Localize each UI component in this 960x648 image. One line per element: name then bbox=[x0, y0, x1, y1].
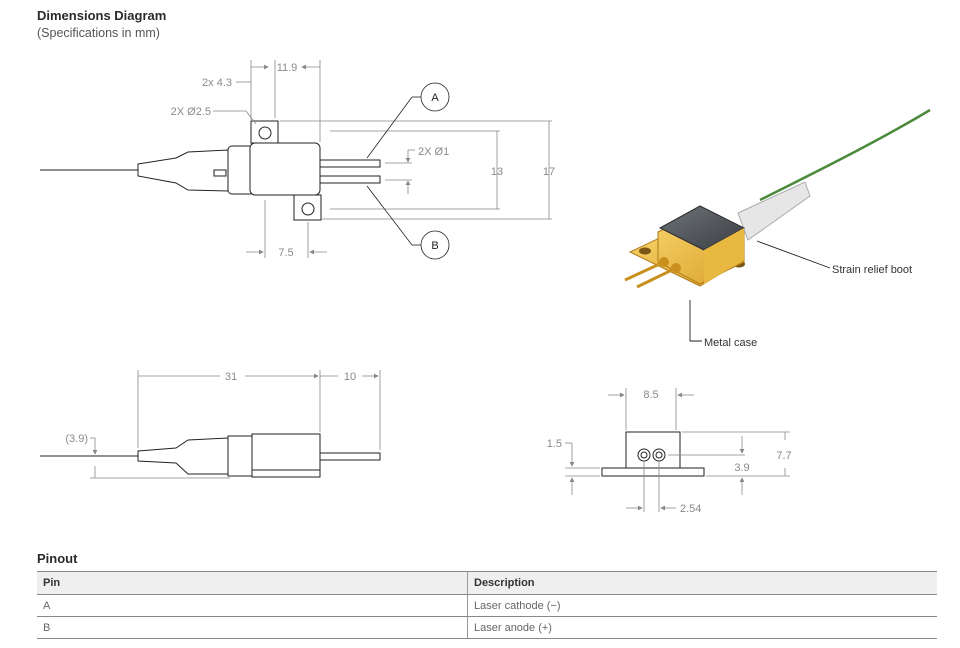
dim-hole-dia-label: 2X Ø2.5 bbox=[171, 106, 211, 118]
callout-a-label: A bbox=[431, 92, 439, 104]
side-pin bbox=[319, 452, 381, 461]
package-body bbox=[249, 142, 321, 196]
end-flange bbox=[601, 467, 705, 477]
dim-pin-dia-label: 2X Ø1 bbox=[418, 146, 449, 158]
dim-width-label: 11.9 bbox=[277, 62, 298, 74]
dim-height-outer-label: 17 bbox=[543, 166, 555, 178]
dim-hole-offset-label: 2x 4.3 bbox=[202, 77, 232, 89]
table-row: A Laser cathode (−) bbox=[37, 594, 937, 617]
table-header-row: Pin Description bbox=[37, 571, 937, 595]
end-body bbox=[625, 431, 681, 469]
pin-b bbox=[319, 175, 381, 184]
pinout-title: Pinout bbox=[37, 551, 78, 566]
top-view-dimensions bbox=[213, 60, 552, 260]
dim-offset-label: (3.9) bbox=[65, 433, 88, 445]
cell-pin: B bbox=[37, 616, 468, 639]
top-view bbox=[40, 120, 381, 221]
side-collar bbox=[227, 435, 255, 477]
dim-base-label: 7.5 bbox=[278, 247, 293, 259]
cell-pin: A bbox=[37, 594, 468, 617]
dim-length-label: 31 bbox=[225, 371, 237, 383]
mounting-hole-top bbox=[258, 126, 272, 140]
dim-pin-pitch-label: 2.54 bbox=[680, 503, 701, 515]
end-pin-a bbox=[637, 448, 651, 462]
side-view bbox=[40, 433, 381, 478]
pinout-table: Pin Description A Laser cathode (−) B La… bbox=[37, 571, 937, 639]
cell-description: Laser cathode (−) bbox=[467, 594, 937, 617]
cell-description: Laser anode (+) bbox=[467, 616, 937, 639]
label-strain-relief-boot: Strain relief boot bbox=[832, 264, 912, 276]
col-header-pin: Pin bbox=[37, 571, 468, 595]
side-body bbox=[251, 433, 321, 471]
dim-pin-height-label: 3.9 bbox=[734, 462, 749, 474]
package-render bbox=[624, 108, 931, 342]
diagram-subtitle: (Specifications in mm) bbox=[37, 26, 160, 40]
diagram-title: Dimensions Diagram bbox=[37, 8, 167, 23]
col-header-description: Description bbox=[467, 571, 937, 595]
side-boot bbox=[137, 437, 229, 475]
end-pin-b bbox=[652, 448, 666, 462]
dim-end-width-label: 8.5 bbox=[643, 389, 658, 401]
mounting-tab-top bbox=[250, 120, 279, 144]
callout-b-label: B bbox=[431, 240, 438, 252]
side-view-dimensions bbox=[90, 370, 381, 479]
label-metal-case: Metal case bbox=[704, 337, 757, 349]
end-view bbox=[601, 431, 705, 477]
render-boot bbox=[737, 181, 811, 241]
dim-flange-label: 1.5 bbox=[547, 438, 562, 450]
end-view-dimensions bbox=[565, 388, 790, 512]
render-fiber bbox=[759, 108, 931, 202]
pin-a bbox=[319, 159, 381, 168]
dim-total-height-label: 7.7 bbox=[776, 450, 791, 462]
dimensions-drawing: 11.9 2x 4.3 2X Ø2.5 2X Ø1 13 17 7.5 A B … bbox=[40, 60, 931, 515]
table-row: B Laser anode (+) bbox=[37, 616, 937, 639]
dim-height-inner-label: 13 bbox=[491, 166, 503, 178]
mounting-tab-bottom bbox=[293, 194, 322, 221]
dim-pin-length-label: 10 bbox=[344, 371, 356, 383]
side-flange bbox=[251, 469, 321, 478]
mounting-hole-bottom bbox=[301, 202, 315, 216]
